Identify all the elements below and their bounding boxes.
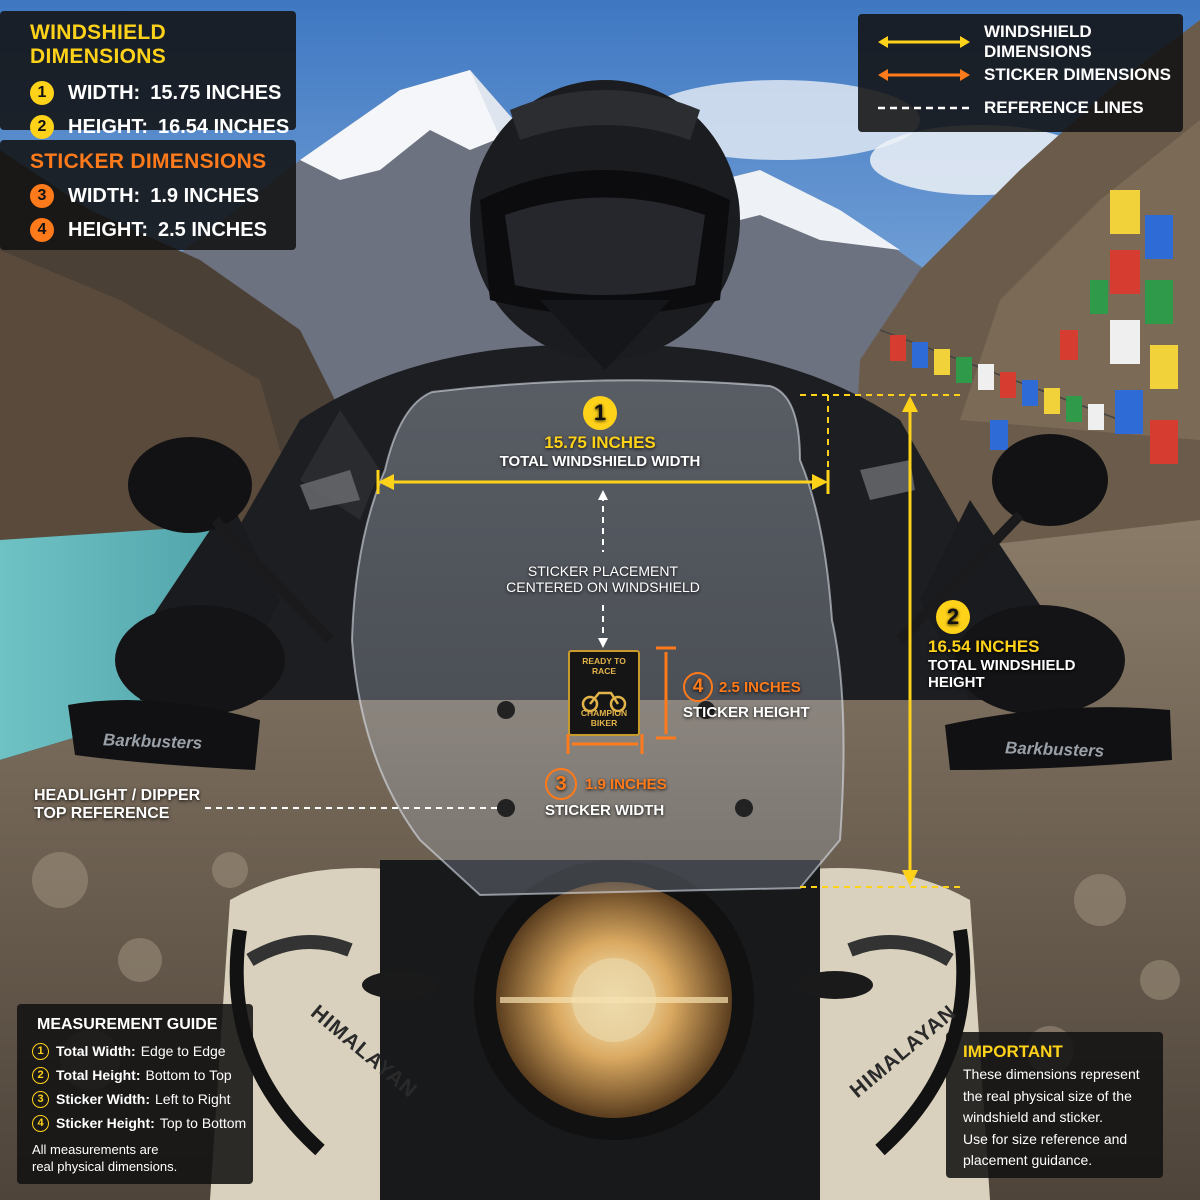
- sticker-placement-annotation: STICKER PLACEMENT CENTERED ON WINDSHIELD: [506, 563, 700, 595]
- windshield-dimensions-panel: WINDSHIELD DIMENSIONS 1 WIDTH: 15.75 INC…: [0, 11, 296, 139]
- headlight-reference-annotation: HEADLIGHT / DIPPER TOP REFERENCE: [34, 787, 201, 822]
- guide-item-1: 1 Total Width: Edge to Edge: [32, 1039, 253, 1063]
- double-arrow-icon: [878, 35, 970, 48]
- sticker-height-annotation: 4 2.5 INCHES STICKER HEIGHT: [683, 672, 810, 721]
- important-panel: IMPORTANT These dimensions represent the…: [946, 1032, 1163, 1178]
- important-text: These dimensions represent the real phys…: [963, 1066, 1140, 1168]
- legend-item-reference: REFERENCE LINES: [878, 91, 1183, 124]
- double-arrow-icon: [878, 68, 970, 81]
- windshield-width-annotation: 1 15.75 INCHES TOTAL WINDSHIELD WIDTH: [480, 396, 720, 470]
- sticker-bottom-text: CHAMPION BIKER: [580, 708, 628, 728]
- sticker-height-row: 4 HEIGHT: 2.5 INCHES: [30, 218, 296, 242]
- sticker-dimensions-panel: STICKER DIMENSIONS 3 WIDTH: 1.9 INCHES 4…: [0, 140, 296, 250]
- sticker-width-row: 3 WIDTH: 1.9 INCHES: [30, 184, 296, 208]
- sticker-art: READY TO RACE CHAMPION BIKER: [568, 650, 640, 736]
- windshield-panel-title: WINDSHIELD DIMENSIONS: [30, 21, 167, 68]
- guide-item-4: 4 Sticker Height: Top to Bottom: [32, 1111, 253, 1135]
- guide-item-3: 3 Sticker Width: Left to Right: [32, 1087, 253, 1111]
- measurement-guide-panel: MEASUREMENT GUIDE 1 Total Width: Edge to…: [17, 1004, 253, 1184]
- legend-item-sticker: STICKER DIMENSIONS: [878, 58, 1183, 91]
- guide-title: MEASUREMENT GUIDE: [37, 1016, 218, 1033]
- dashed-line-icon: [878, 106, 970, 109]
- windshield-height-row: 2 HEIGHT: 16.54 INCHES: [30, 115, 296, 139]
- motorcycle-icon: [581, 691, 627, 713]
- legend-panel: WINDSHIELD DIMENSIONS STICKER DIMENSIONS…: [858, 14, 1183, 132]
- badge-1: 1: [30, 81, 54, 105]
- badge-2: 2: [30, 115, 54, 139]
- guide-item-2: 2 Total Height: Bottom to Top: [32, 1063, 253, 1087]
- guide-note: All measurements are real physical dimen…: [32, 1142, 178, 1174]
- handguard-brand-right: Barkbusters: [1004, 738, 1105, 761]
- badge-3: 3: [30, 184, 54, 208]
- sticker-panel-title: STICKER DIMENSIONS: [30, 150, 267, 173]
- sticker-top-text: READY TO RACE: [582, 656, 626, 676]
- badge-1-large: 1: [583, 396, 617, 430]
- badge-3-large: 3: [545, 768, 577, 800]
- windshield-height-annotation: 2 16.54 INCHES TOTAL WINDSHIELD HEIGHT: [928, 600, 1076, 691]
- badge-4: 4: [30, 218, 54, 242]
- windshield-width-row: 1 WIDTH: 15.75 INCHES: [30, 81, 296, 105]
- badge-2-large: 2: [936, 600, 970, 634]
- sticker-width-annotation: 3 1.9 INCHES STICKER WIDTH: [545, 768, 667, 819]
- legend-item-windshield: WINDSHIELD DIMENSIONS: [878, 22, 1183, 61]
- important-title: IMPORTANT: [963, 1042, 1063, 1061]
- badge-4-large: 4: [683, 672, 713, 702]
- handguard-brand-left: Barkbusters: [102, 730, 203, 753]
